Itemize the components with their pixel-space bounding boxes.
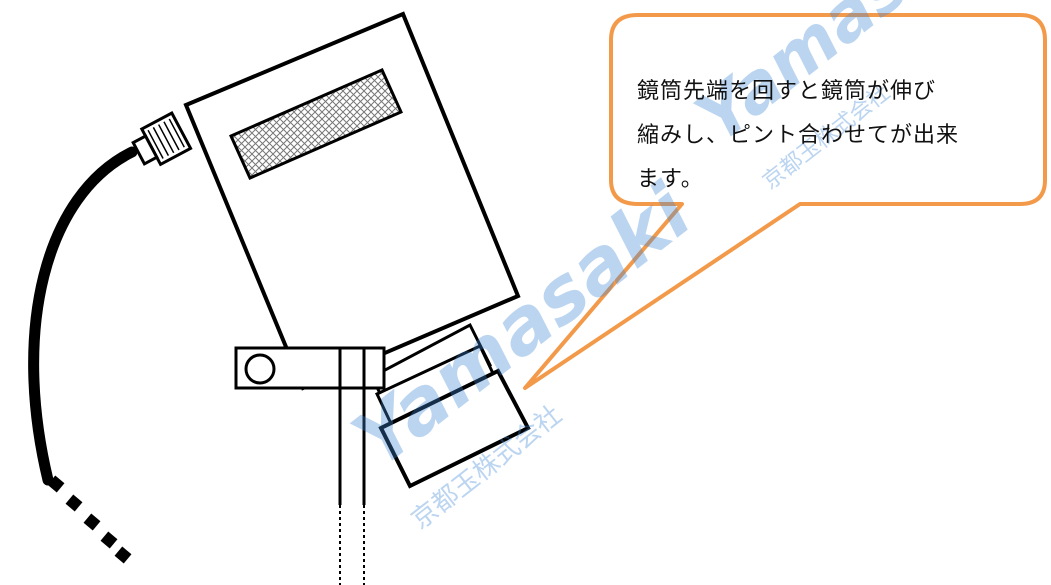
clamp-icon <box>234 346 386 390</box>
callout-line: ます。 <box>637 167 704 192</box>
callout-text: 鏡筒先端を回すと鏡筒が伸び 縮みし、ピント合わせてが出来 ます。 <box>637 70 1042 202</box>
ventilation-mesh-icon <box>229 68 403 180</box>
cable-connector-icon <box>131 111 193 167</box>
cable-icon <box>28 146 138 564</box>
callout-bubble <box>523 13 1047 390</box>
lens-barrel-icon <box>370 322 531 489</box>
callout-line: 縮みし、ピント合わせてが出来 <box>637 123 960 148</box>
callout-line: 鏡筒先端を回すと鏡筒が伸び <box>637 79 937 104</box>
camera-body-icon <box>183 11 521 391</box>
